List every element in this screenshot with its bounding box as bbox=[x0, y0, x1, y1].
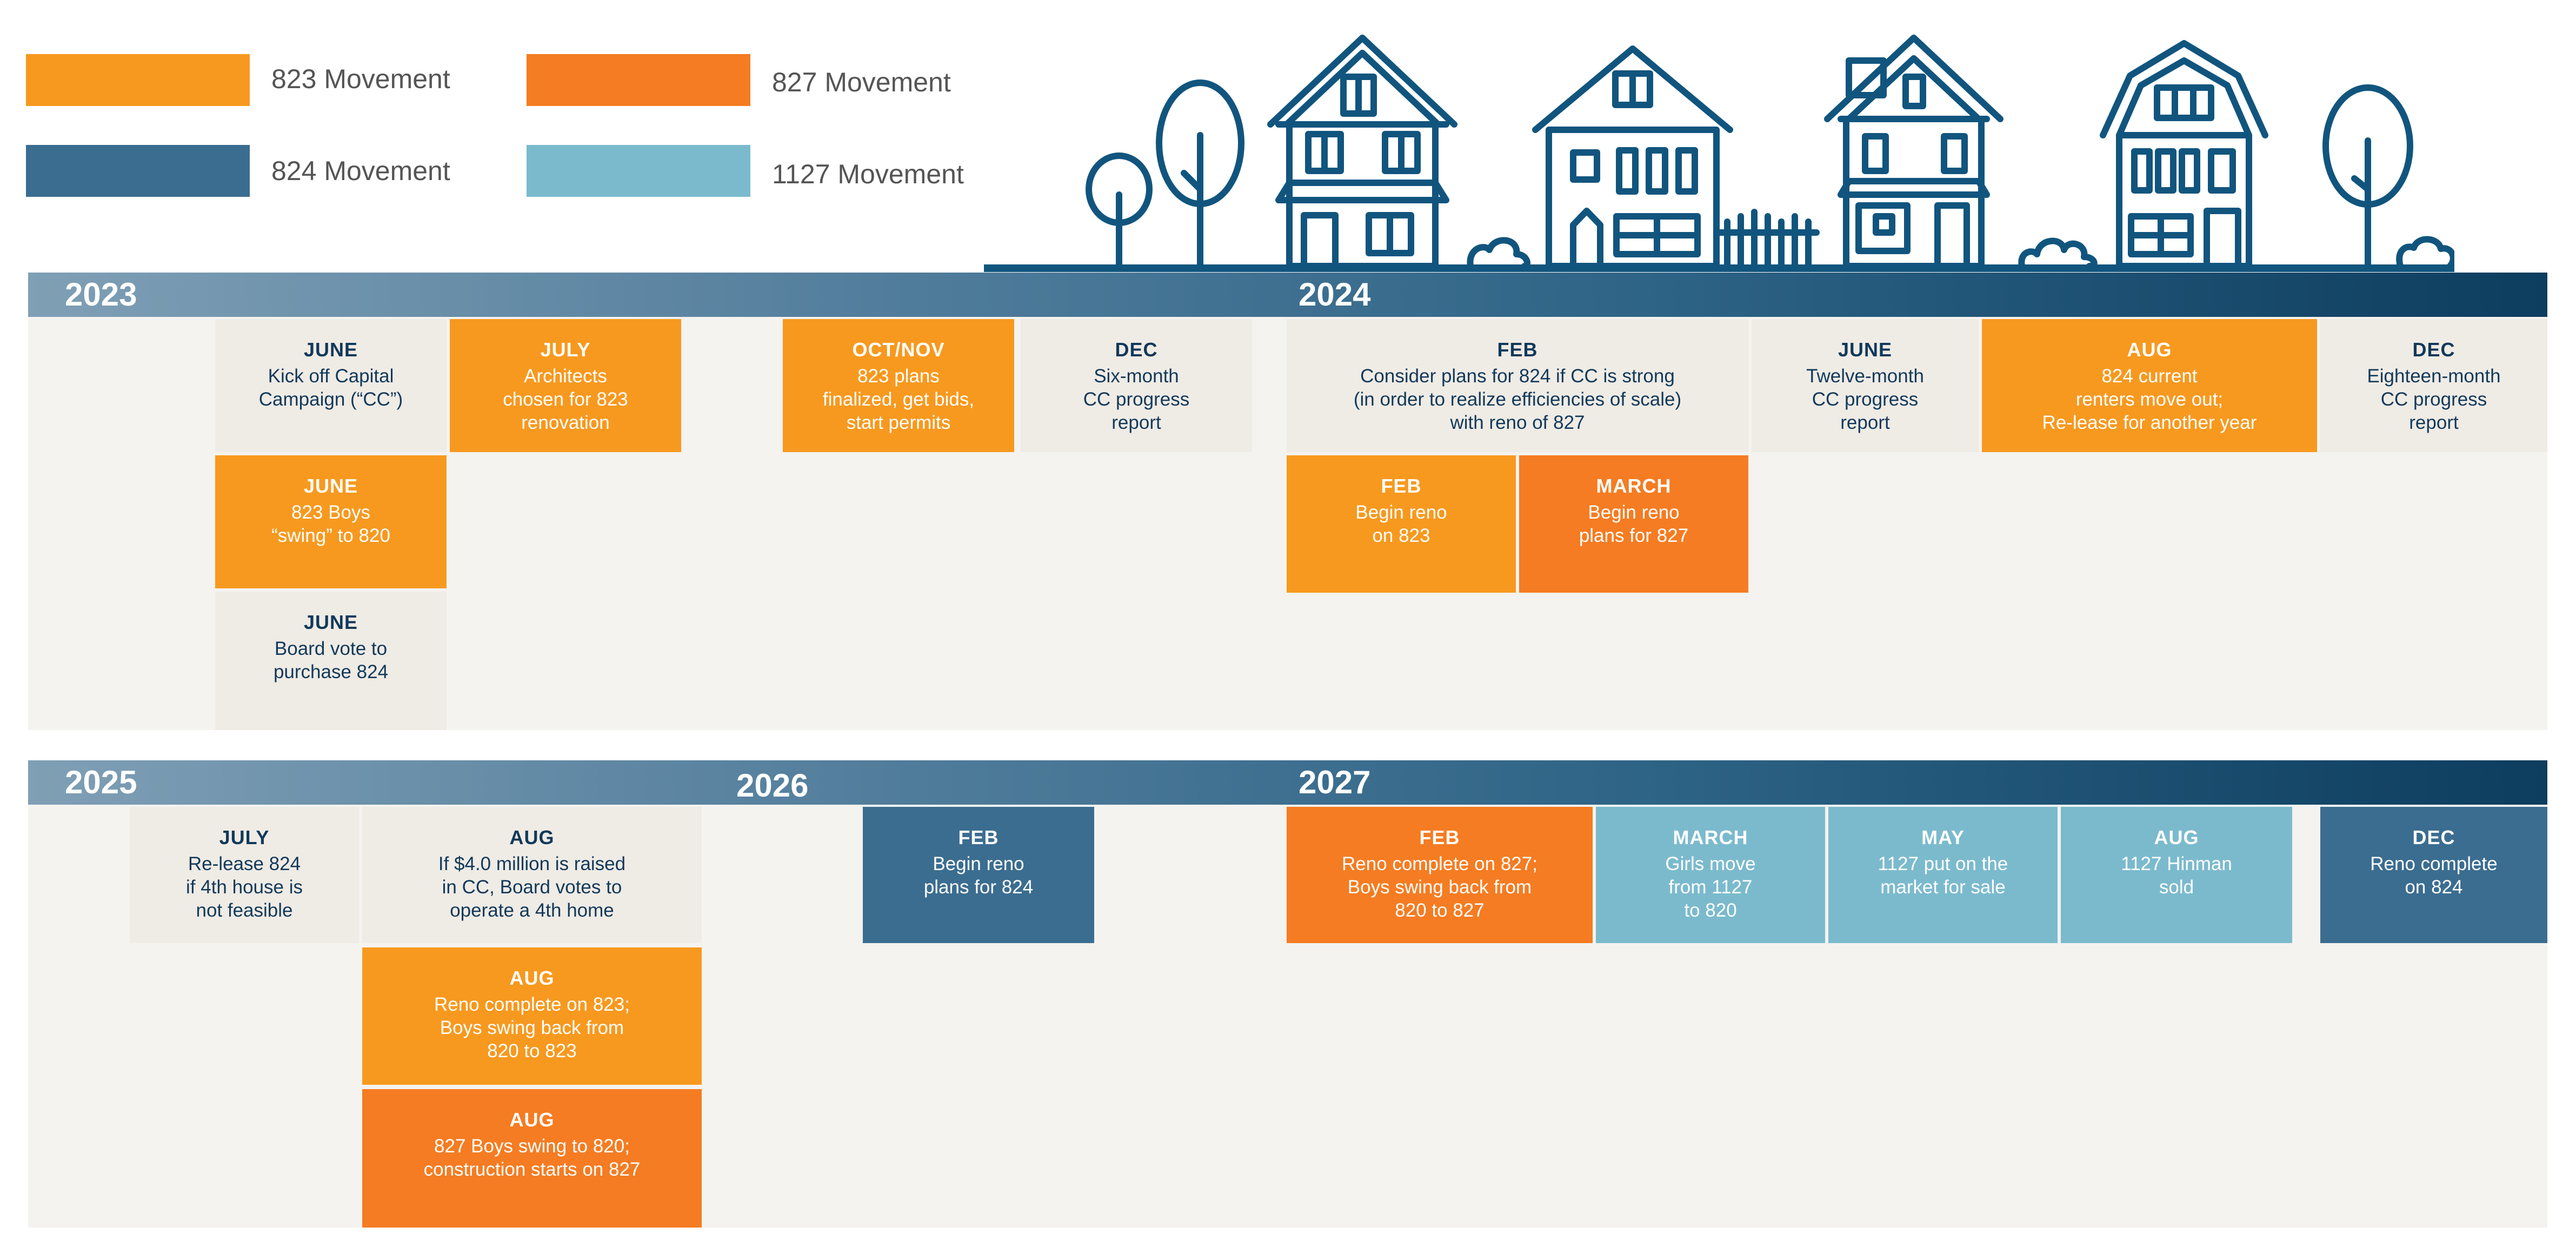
event-month: MAY bbox=[1921, 826, 1965, 848]
event-text: 824 current renters move out; Re-lease f… bbox=[2042, 366, 2257, 433]
event-text: Consider plans for 824 if CC is strong (… bbox=[1353, 366, 1682, 433]
timeline-bar-1 bbox=[28, 273, 2547, 317]
event-box: FEB Reno complete on 827; Boys swing bac… bbox=[1287, 807, 1593, 943]
event-text: Begin reno plans for 827 bbox=[1579, 502, 1689, 546]
event-box: JULY Architects chosen for 823 renovatio… bbox=[450, 319, 681, 452]
event-month: JULY bbox=[540, 339, 591, 361]
event-month: JUNE bbox=[303, 611, 358, 633]
event-box: AUG 824 current renters move out; Re-lea… bbox=[1982, 319, 2317, 452]
event-text: 827 Boys swing to 820; construction star… bbox=[423, 1136, 641, 1180]
year-label: 2026 bbox=[736, 767, 809, 804]
event-month: JUNE bbox=[303, 475, 358, 497]
event-box: JUNE Twelve-month CC progress report bbox=[1752, 319, 1979, 452]
event-text: Begin reno plans for 824 bbox=[923, 853, 1034, 898]
event-text: 823 plans finalized, get bids, start per… bbox=[822, 366, 975, 433]
event-month: DEC bbox=[2412, 339, 2455, 361]
event-text: Reno complete on 823; Boys swing back fr… bbox=[434, 994, 630, 1062]
event-text: 1127 put on the market for sale bbox=[1878, 853, 2008, 898]
event-month: AUG bbox=[509, 1109, 555, 1131]
event-text: 1127 Hinman sold bbox=[2121, 853, 2232, 898]
event-box: MAY 1127 put on the market for sale bbox=[1828, 807, 2058, 943]
event-text: Six-month CC progress report bbox=[1083, 366, 1190, 433]
event-box: MARCH Girls move from 1127 to 820 bbox=[1596, 807, 1825, 943]
year-label: 2027 bbox=[1299, 764, 1371, 800]
event-month: MARCH bbox=[1596, 475, 1672, 497]
timeline-bar-2 bbox=[28, 760, 2547, 805]
legend-swatch-1127 bbox=[527, 145, 750, 197]
event-text: Begin reno on 823 bbox=[1355, 502, 1447, 546]
event-box: FEB Begin reno plans for 824 bbox=[863, 807, 1094, 943]
event-box: OCT/NOV 823 plans finalized, get bids, s… bbox=[783, 319, 1014, 452]
event-text: Eighteen-month CC progress report bbox=[2367, 366, 2501, 433]
legend-label-1127: 1127 Movement bbox=[772, 159, 964, 189]
event-box: AUG 1127 Hinman sold bbox=[2061, 807, 2292, 943]
year-label: 2025 bbox=[65, 764, 137, 800]
event-box: JULY Re-lease 824 if 4th house is not fe… bbox=[130, 807, 359, 943]
event-month: FEB bbox=[1419, 826, 1460, 848]
legend-swatch-823 bbox=[26, 54, 250, 106]
event-month: DEC bbox=[1115, 339, 1158, 361]
legend-swatch-824 bbox=[26, 145, 250, 197]
event-month: MARCH bbox=[1673, 826, 1748, 848]
event-month: OCT/NOV bbox=[852, 339, 945, 361]
event-box: MARCH Begin reno plans for 827 bbox=[1519, 455, 1748, 593]
event-month: JUNE bbox=[303, 339, 358, 361]
event-month: FEB bbox=[958, 826, 999, 848]
event-month: JUNE bbox=[1838, 339, 1893, 361]
event-month: AUG bbox=[2154, 826, 2199, 848]
event-box: JUNE 823 Boys “swing” to 820 bbox=[215, 455, 447, 588]
event-text: Re-lease 824 if 4th house is not feasibl… bbox=[186, 853, 303, 921]
event-month: FEB bbox=[1497, 339, 1538, 361]
houses-illustration-icon bbox=[984, 35, 2454, 272]
event-box: JUNE Board vote to purchase 824 bbox=[215, 592, 447, 730]
event-box: FEB Begin reno on 823 bbox=[1287, 455, 1516, 593]
year-label: 2024 bbox=[1299, 276, 1371, 313]
event-month: JULY bbox=[219, 826, 270, 848]
event-box: JUNE Kick off Capital Campaign (“CC”) bbox=[215, 319, 447, 452]
event-text: Twelve-month CC progress report bbox=[1806, 366, 1924, 433]
event-box: DEC Six-month CC progress report bbox=[1021, 319, 1252, 452]
event-box: DEC Eighteen-month CC progress report bbox=[2320, 319, 2547, 452]
event-box: FEB Consider plans for 824 if CC is stro… bbox=[1287, 319, 1748, 452]
event-month: DEC bbox=[2412, 826, 2455, 848]
event-text: Architects chosen for 823 renovation bbox=[503, 366, 628, 433]
legend-label-824: 824 Movement bbox=[271, 156, 450, 186]
event-text: Board vote to purchase 824 bbox=[273, 638, 389, 682]
legend-swatch-827 bbox=[527, 54, 750, 106]
event-text: Girls move from 1127 to 820 bbox=[1665, 853, 1756, 921]
event-text: Kick off Capital Campaign (“CC”) bbox=[258, 366, 403, 410]
event-text: If $4.0 million is raised in CC, Board v… bbox=[438, 853, 626, 921]
legend-label-827: 827 Movement bbox=[772, 67, 951, 97]
event-month: FEB bbox=[1381, 475, 1422, 497]
event-month: AUG bbox=[509, 826, 555, 848]
event-month: AUG bbox=[509, 967, 555, 989]
event-box: AUG 827 Boys swing to 820; construction … bbox=[362, 1089, 702, 1228]
legend-label-823: 823 Movement bbox=[271, 64, 450, 94]
event-text: 823 Boys “swing” to 820 bbox=[271, 502, 390, 546]
event-box: AUG If $4.0 million is raised in CC, Boa… bbox=[362, 807, 702, 943]
event-text: Reno complete on 827; Boys swing back fr… bbox=[1342, 853, 1537, 921]
event-text: Reno complete on 824 bbox=[2370, 853, 2498, 898]
year-label: 2023 bbox=[65, 276, 137, 313]
event-box: DEC Reno complete on 824 bbox=[2320, 807, 2547, 943]
event-box: AUG Reno complete on 823; Boys swing bac… bbox=[362, 947, 702, 1085]
event-month: AUG bbox=[2127, 339, 2172, 361]
